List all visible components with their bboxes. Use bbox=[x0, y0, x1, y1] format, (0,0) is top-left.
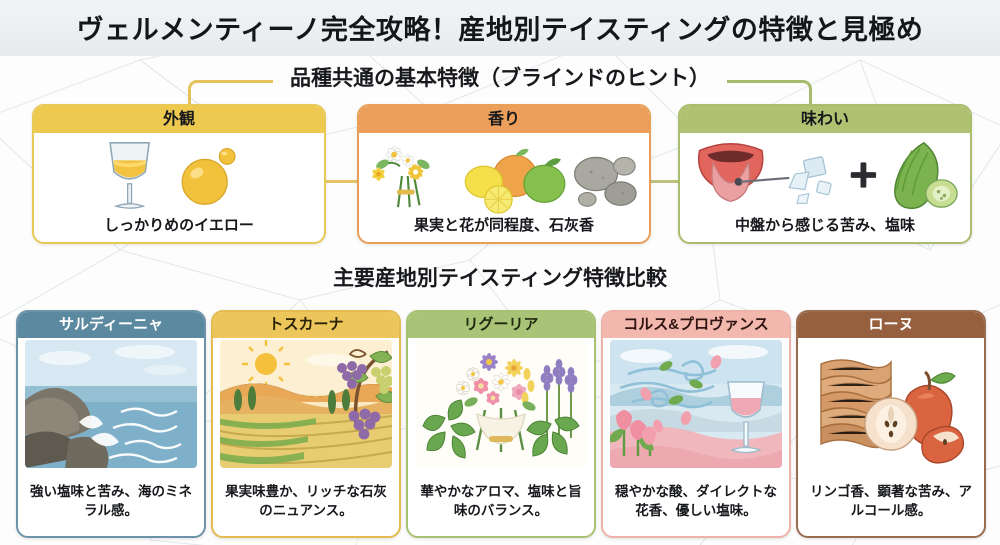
region-card-header: コルス&プロヴァンス bbox=[603, 312, 789, 338]
vineyard-sun-grapes-illustration bbox=[220, 340, 392, 468]
white-daisy-icon bbox=[491, 372, 511, 392]
droplet-icon bbox=[181, 148, 236, 205]
feature-card-taste: 味わい bbox=[678, 104, 972, 244]
region-card-rhone: ローヌ bbox=[796, 310, 986, 538]
page-title: ヴェルメンティーノ完全攻略！産地別テイスティングの特徴と見極め bbox=[76, 15, 924, 45]
rose-wine-wind-tulips-illustration bbox=[610, 340, 782, 468]
section-common-heading-wrap: 品種共通の基本特徴（ブラインドのヒント） bbox=[0, 62, 1000, 96]
region-card-caption: 華やかなアロマ、塩味と旨味のバランス。 bbox=[414, 472, 588, 531]
flower-bouquet-herbs-illustration bbox=[415, 340, 587, 468]
feature-card-appearance: 外観 しっかりめのイエロー bbox=[32, 104, 326, 244]
section-regions-heading: 主要産地別テイスティング特徴比較 bbox=[332, 267, 668, 290]
section-common-heading: 品種共通の基本特徴（ブラインドのヒント） bbox=[290, 67, 710, 90]
apple-half-icon bbox=[864, 397, 918, 451]
feature-card-header: 味わい bbox=[680, 106, 970, 133]
citrus-fruit-icon bbox=[464, 148, 566, 214]
region-card-header: トスカーナ bbox=[213, 312, 399, 338]
region-card-caption: 強い塩味と苦み、海のミネラル感。 bbox=[24, 472, 198, 531]
region-card-toscana: トスカーナ bbox=[211, 310, 401, 538]
feature-card-caption: しっかりめのイエロー bbox=[104, 217, 254, 234]
coastal-cliffs-waves-illustration bbox=[25, 340, 197, 468]
region-card-header: リグーリア bbox=[408, 312, 594, 338]
yellow-daisy-icon bbox=[505, 359, 523, 377]
region-card-header: ローヌ bbox=[798, 312, 984, 338]
plus-icon bbox=[850, 162, 877, 188]
region-card-sardegna: サルディーニャ bbox=[16, 310, 206, 538]
region-card-caption: リンゴ香、顕著な苦み、アルコール感。 bbox=[804, 472, 978, 531]
region-card-header: サルディーニャ bbox=[18, 312, 204, 338]
feature-card-header: 香り bbox=[359, 106, 649, 133]
appearance-illustration bbox=[109, 142, 236, 209]
feature-card-caption: 果実と花が同程度、石灰香 bbox=[413, 217, 594, 234]
feature-card-body: 中盤から感じる苦み、塩味 bbox=[680, 133, 970, 242]
region-card-corse-provence: コルス&プロヴァンス bbox=[601, 310, 791, 538]
wine-glass-icon bbox=[109, 142, 151, 209]
stones-icon bbox=[573, 156, 637, 207]
feature-card-header: 外観 bbox=[34, 106, 324, 133]
title-bar: ヴェルメンティーノ完全攻略！産地別テイスティングの特徴と見極め bbox=[0, 0, 1000, 56]
feature-card-caption: 中盤から感じる苦み、塩味 bbox=[734, 217, 915, 234]
flower-bouquet-icon bbox=[372, 146, 430, 208]
region-card-liguria: リグーリア bbox=[406, 310, 596, 538]
aroma-illustration bbox=[372, 146, 637, 214]
tongue-icon bbox=[697, 143, 764, 202]
purple-daisy-icon bbox=[480, 353, 498, 371]
bitter-melon-icon bbox=[894, 141, 958, 210]
salt-crystals-icon bbox=[788, 156, 832, 204]
feature-card-aroma: 香り bbox=[357, 104, 651, 244]
wood-stack-apples-illustration bbox=[805, 340, 977, 468]
feature-card-body: しっかりめのイエロー bbox=[34, 133, 324, 242]
feature-card-body: 果実と花が同程度、石灰香 bbox=[359, 133, 649, 242]
region-card-caption: 穏やかな酸、ダイレクトな花香、優しい塩味。 bbox=[609, 472, 783, 531]
region-card-caption: 果実味豊か、リッチな石灰のニュアンス。 bbox=[219, 472, 393, 531]
taste-illustration bbox=[697, 141, 958, 210]
